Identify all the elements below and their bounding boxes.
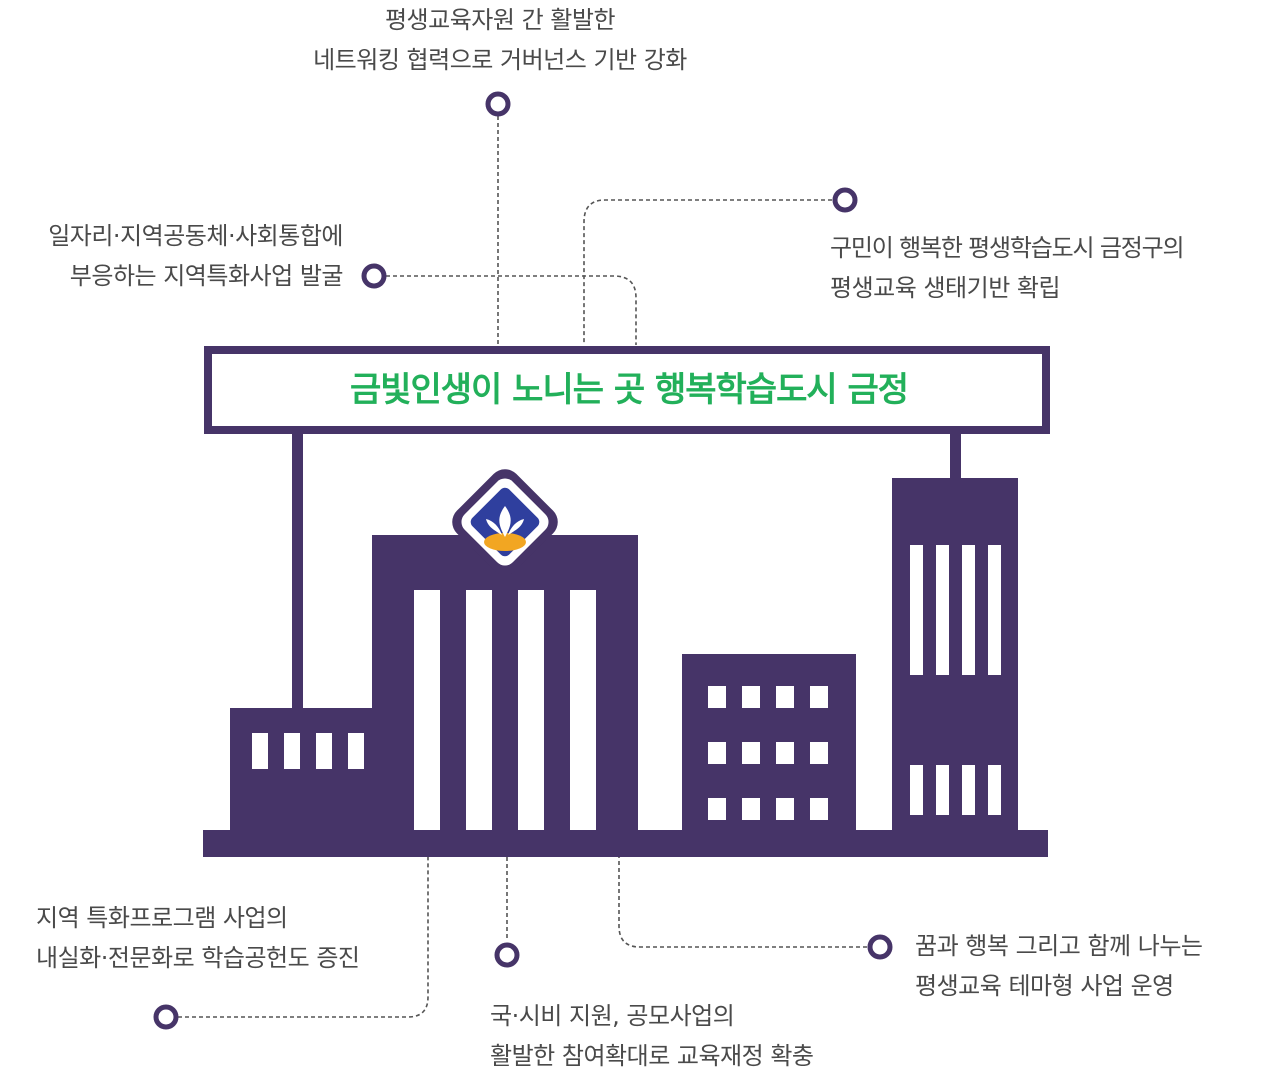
node-bottom-center [494, 942, 520, 968]
goal-top-left: 일자리·지역공동체·사회통합에 부응하는 지역특화사업 발굴 [0, 216, 343, 296]
goal-top-line-1: 평생교육자원 간 활발한 [384, 6, 616, 34]
left-building [230, 708, 376, 834]
banner-title: 금빛인생이 노니는 곳 행복학습도시 금정 [349, 370, 909, 410]
goal-bottom-left: 지역 특화프로그램 사업의 내실화·전문화로 학습공헌도 증진 [36, 898, 426, 978]
goal-top-left-line-2: 부응하는 지역특화사업 발굴 [69, 262, 344, 290]
node-top-right [832, 187, 858, 213]
goal-bottom-right: 꿈과 행복 그리고 함께 나누는 평생교육 테마형 사업 운영 [915, 926, 1255, 1006]
connector-top-right [583, 199, 832, 345]
node-bottom-right [867, 934, 893, 960]
goal-top-line-2: 네트워킹 협력으로 거버넌스 기반 강화 [313, 46, 687, 74]
goal-bottom-right-line-1: 꿈과 행복 그리고 함께 나누는 [915, 932, 1203, 960]
goal-bottom-center-line-2: 활발한 참여확대로 교육재정 확충 [490, 1042, 814, 1070]
node-top-left [361, 263, 387, 289]
goal-top-right-line-2: 평생교육 생태기반 확립 [830, 274, 1061, 302]
geumjeong-district-emblem-icon [452, 469, 558, 575]
goal-top: 평생교육자원 간 활발한 네트워킹 협력으로 거버넌스 기반 강화 [250, 0, 750, 80]
goal-top-right-line-1: 구민이 행복한 평생학습도시 금정구의 [830, 234, 1185, 262]
connector-bottom-left [178, 857, 429, 1018]
goal-bottom-center: 국·시비 지원, 공모사업의 활발한 참여확대로 교육재정 확충 [490, 996, 880, 1076]
banner-frame [204, 346, 1050, 434]
goal-bottom-left-line-2: 내실화·전문화로 학습공헌도 증진 [36, 944, 360, 972]
goal-bottom-left-line-1: 지역 특화프로그램 사업의 [36, 904, 288, 932]
goal-top-right: 구민이 행복한 평생학습도시 금정구의 평생교육 생태기반 확립 [830, 228, 1255, 308]
node-bottom-left [153, 1004, 179, 1030]
sign-post-right [950, 430, 961, 478]
connector-nodes [153, 91, 893, 1030]
connector-lines [178, 116, 867, 1018]
middle-building [682, 654, 856, 834]
goal-bottom-center-line-1: 국·시비 지원, 공모사업의 [490, 1002, 735, 1030]
goal-top-left-line-1: 일자리·지역공동체·사회통합에 [48, 222, 343, 250]
connector-bottom-right [618, 857, 867, 948]
node-top [485, 91, 511, 117]
sign-post-left [292, 430, 303, 708]
right-building [892, 478, 1018, 834]
connector-top-left [386, 275, 637, 345]
goal-bottom-right-line-2: 평생교육 테마형 사업 운영 [915, 972, 1174, 1000]
ground-base [203, 830, 1048, 857]
main-building [372, 535, 638, 834]
